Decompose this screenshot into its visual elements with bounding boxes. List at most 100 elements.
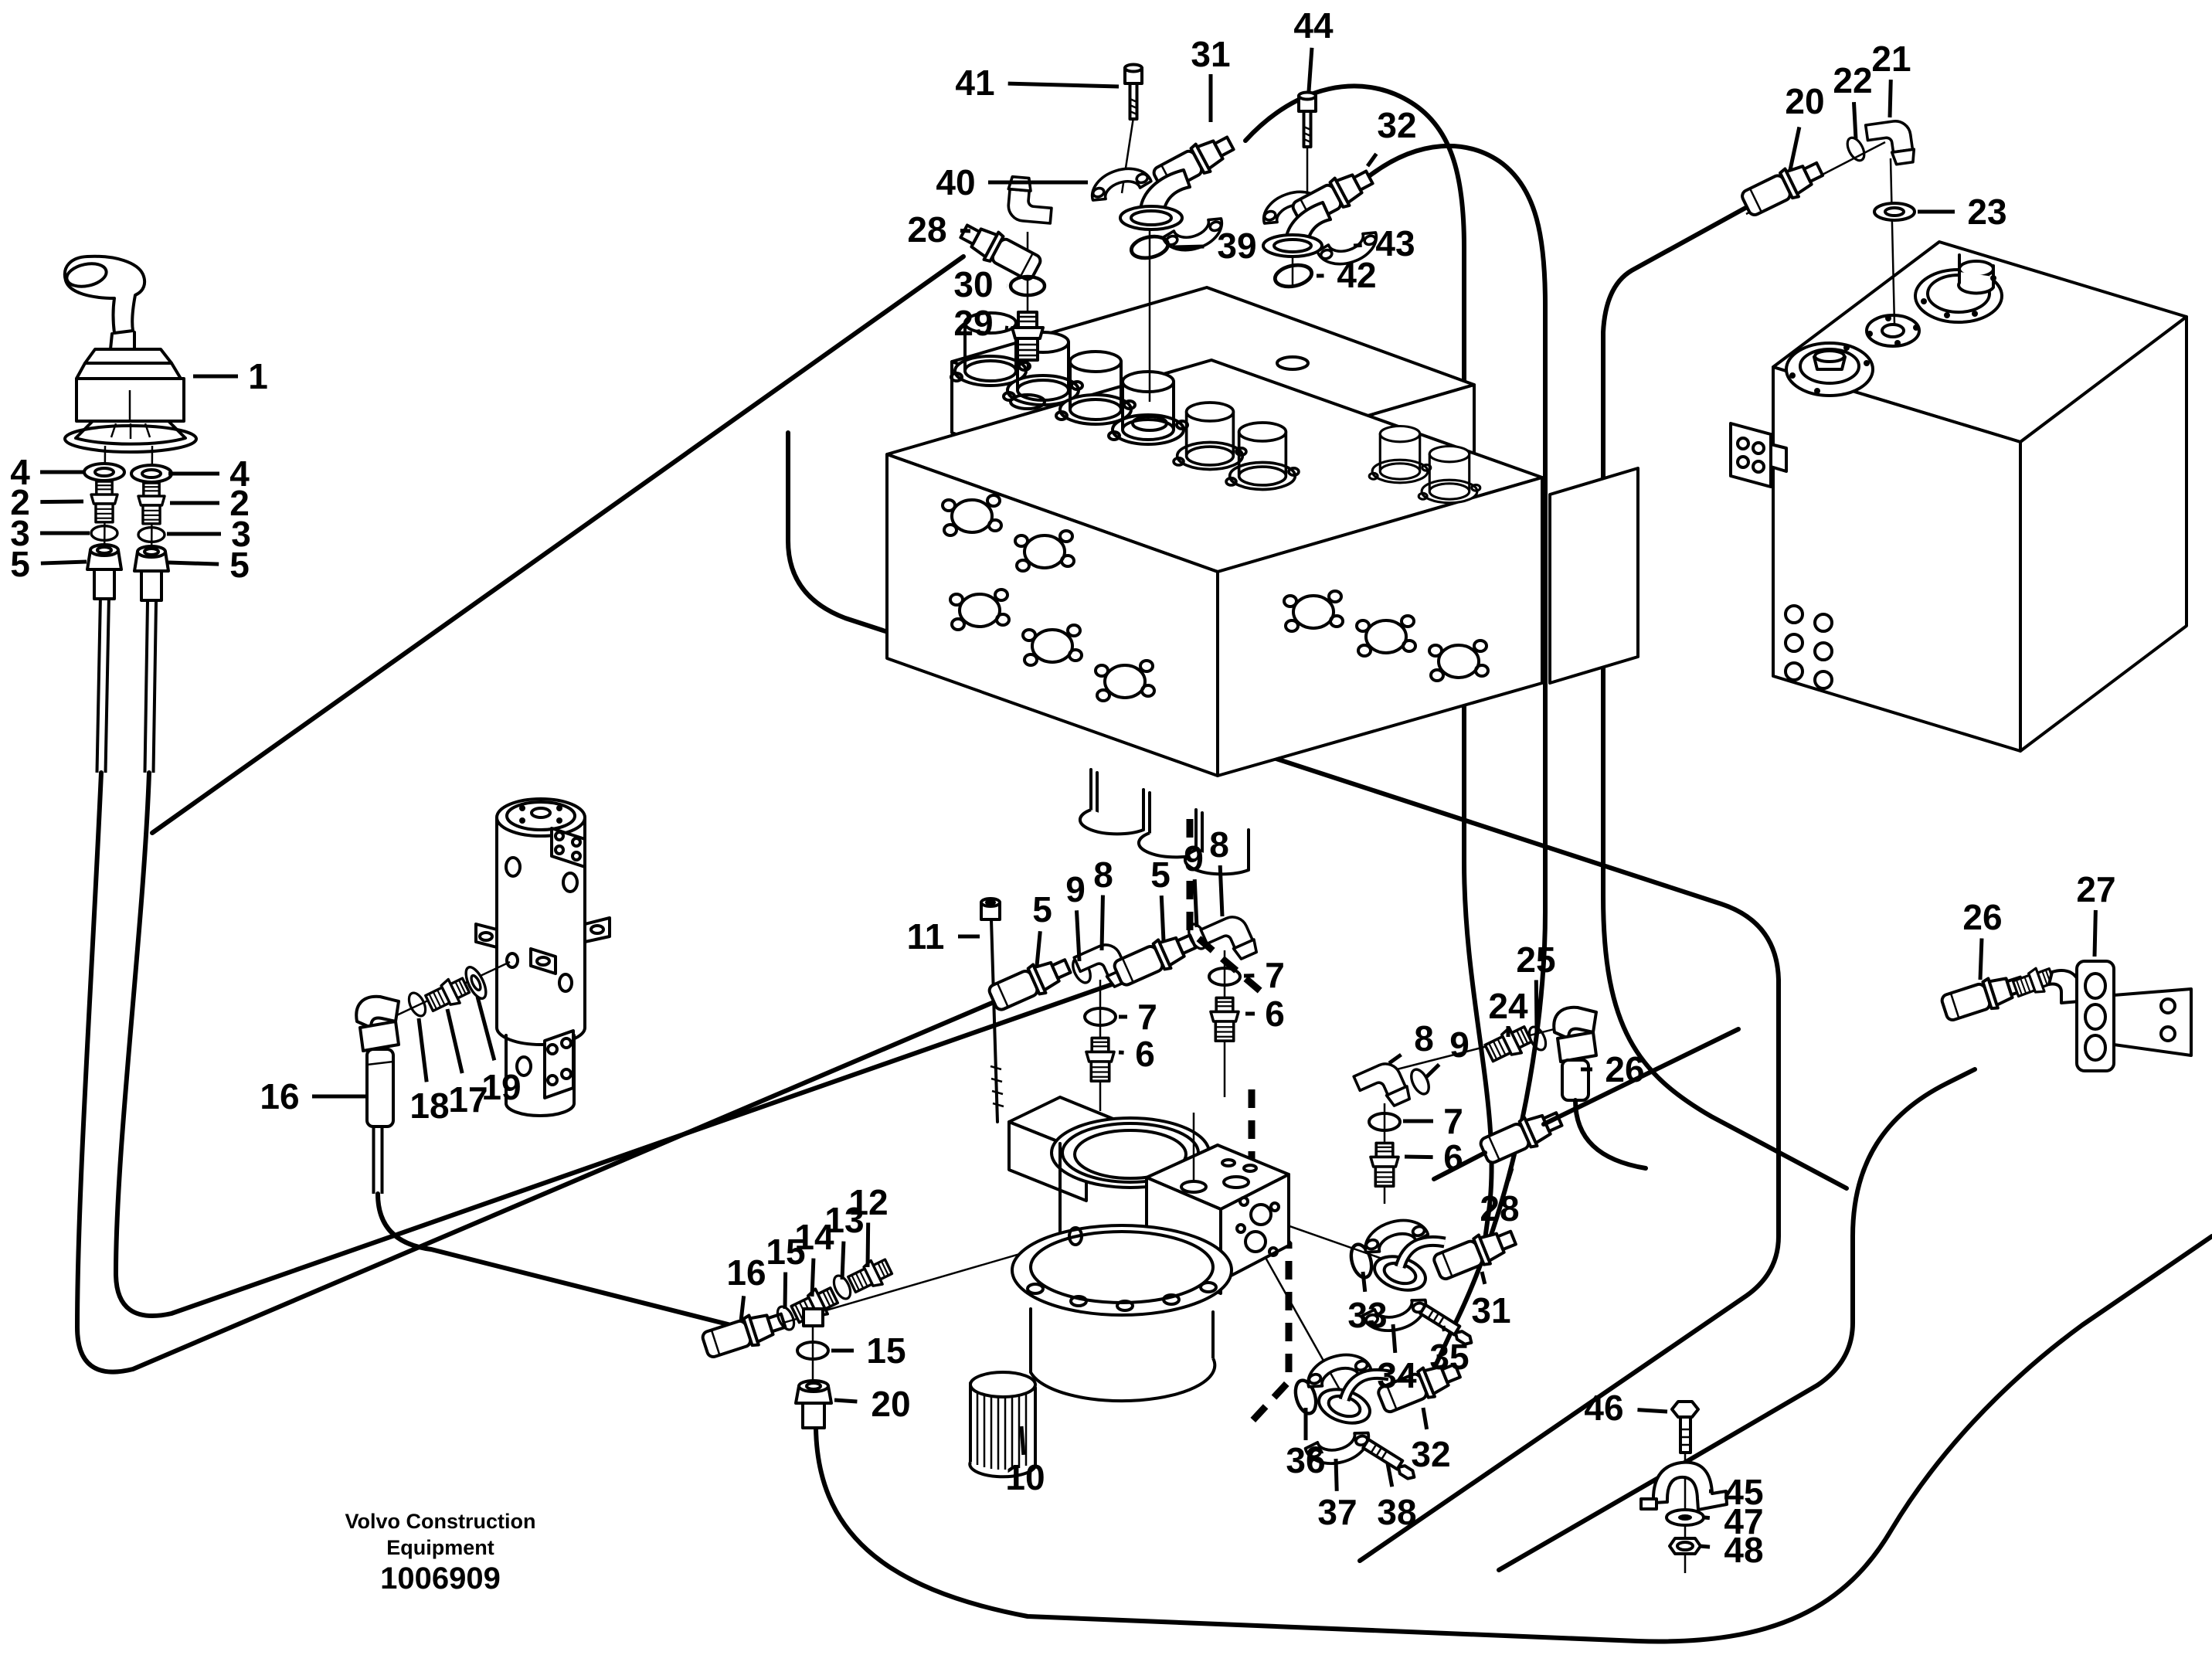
tank-return-flange	[1865, 314, 1921, 348]
svg-text:19: 19	[481, 1067, 521, 1107]
handle-hole	[65, 262, 108, 288]
callout-13: 13	[824, 1200, 865, 1280]
svg-text:26: 26	[1962, 897, 2002, 937]
callout-22: 22	[1833, 60, 1873, 140]
svg-text:17: 17	[448, 1079, 488, 1120]
svg-text:15: 15	[866, 1330, 906, 1371]
callout-17: 17	[445, 1008, 488, 1120]
callout-29: 29	[953, 303, 1009, 343]
svg-text:29: 29	[953, 303, 993, 343]
elbow-27	[2047, 969, 2081, 1004]
hose-28-loop	[786, 430, 1781, 1563]
svg-text:11: 11	[907, 916, 945, 957]
hose-20-run	[1601, 200, 1849, 1191]
svg-text:5: 5	[229, 545, 250, 585]
svg-text:28: 28	[1480, 1188, 1519, 1229]
valve-top-fittings	[956, 63, 1384, 402]
svg-text:9: 9	[1184, 838, 1204, 878]
elbow-16	[355, 994, 400, 1128]
callout-16: 16	[726, 1252, 766, 1322]
svg-text:32: 32	[1411, 1434, 1450, 1474]
callout-5: 5	[10, 544, 87, 584]
svg-text:46: 46	[1584, 1388, 1623, 1428]
callout-8: 8	[1093, 855, 1113, 951]
callout-30: 30	[953, 264, 1007, 304]
clamp-45	[1651, 1460, 1728, 1511]
mounting-bracket	[1938, 960, 2193, 1072]
callout-45: 45	[1708, 1472, 1764, 1512]
callout-24: 24	[1488, 986, 1528, 1037]
svg-text:34: 34	[1377, 1355, 1417, 1395]
callout-15: 15	[831, 1330, 906, 1371]
fitting-20	[794, 1379, 833, 1429]
callout-41: 41	[955, 63, 1120, 103]
callout-18: 18	[409, 1018, 450, 1126]
tank-fittings	[1739, 117, 1918, 325]
svg-text:3: 3	[10, 513, 30, 553]
svg-text:15: 15	[766, 1232, 805, 1272]
callout-28: 28	[907, 209, 971, 250]
svg-text:14: 14	[794, 1217, 834, 1257]
svg-text:8: 8	[1093, 855, 1113, 895]
svg-text:1: 1	[248, 356, 268, 396]
svg-text:7: 7	[1137, 997, 1157, 1037]
svg-text:8: 8	[1414, 1018, 1434, 1059]
washer-4-left	[83, 462, 126, 482]
hose-26-upper-run	[1850, 1067, 1977, 1239]
elbow-26	[1552, 1005, 1598, 1102]
callout-6: 6	[1245, 994, 1285, 1034]
callout-20: 20	[1785, 81, 1825, 171]
svg-text:7: 7	[1443, 1101, 1463, 1141]
callout-23: 23	[1918, 192, 2007, 232]
washer-23	[1873, 202, 1916, 222]
svg-text:43: 43	[1375, 223, 1415, 263]
callout-19: 19	[475, 996, 522, 1107]
callout-11: 11	[907, 916, 980, 957]
bracket-27	[2075, 960, 2193, 1072]
callout-6: 6	[1118, 1034, 1155, 1074]
callout-4: 4	[168, 454, 250, 494]
callout-36: 36	[1286, 1408, 1326, 1480]
callout-7: 7	[1243, 955, 1285, 995]
tank-side-connector	[1729, 422, 1788, 488]
callout-32: 32	[1411, 1407, 1451, 1474]
callout-2: 2	[10, 482, 84, 522]
tank-hole-grid	[1784, 604, 1833, 690]
tank-filler-cover	[1914, 253, 2003, 324]
callout-38: 38	[1377, 1463, 1417, 1532]
svg-text:20: 20	[1785, 81, 1824, 121]
bolt-11	[980, 897, 1004, 1123]
svg-text:16: 16	[726, 1252, 766, 1293]
callout-31: 31	[1471, 1271, 1511, 1330]
callout-20: 20	[834, 1384, 911, 1424]
callout-2: 2	[170, 483, 250, 523]
svg-text:41: 41	[955, 63, 994, 103]
motor-inlet-fittings	[698, 1253, 896, 1429]
svg-text:18: 18	[409, 1086, 449, 1126]
svg-text:23: 23	[1967, 192, 2006, 232]
svg-text:9: 9	[1449, 1025, 1470, 1065]
svg-text:35: 35	[1429, 1337, 1469, 1377]
svg-text:27: 27	[2076, 869, 2115, 909]
callout-33: 33	[1347, 1271, 1388, 1335]
svg-text:6: 6	[1265, 994, 1285, 1034]
callout-6: 6	[1404, 1137, 1463, 1178]
svg-text:39: 39	[1217, 226, 1256, 266]
callout-26: 26	[1962, 897, 2003, 980]
callout-31: 31	[1191, 34, 1231, 122]
svg-text:36: 36	[1286, 1440, 1325, 1480]
svg-text:4: 4	[10, 452, 30, 492]
svg-text:40: 40	[936, 162, 975, 202]
svg-text:12: 12	[848, 1182, 888, 1222]
nipple-6-b	[1085, 1036, 1116, 1082]
assembly-31-33-34-35	[1347, 1212, 1521, 1348]
svg-text:16: 16	[260, 1076, 299, 1116]
figure-number: 1006909	[380, 1562, 501, 1596]
nipple-2-right	[137, 481, 166, 525]
hose-26-tail	[1573, 1098, 1648, 1171]
svg-text:20: 20	[871, 1384, 910, 1424]
svg-text:10: 10	[1005, 1457, 1045, 1497]
bolt-46	[1670, 1400, 1700, 1454]
